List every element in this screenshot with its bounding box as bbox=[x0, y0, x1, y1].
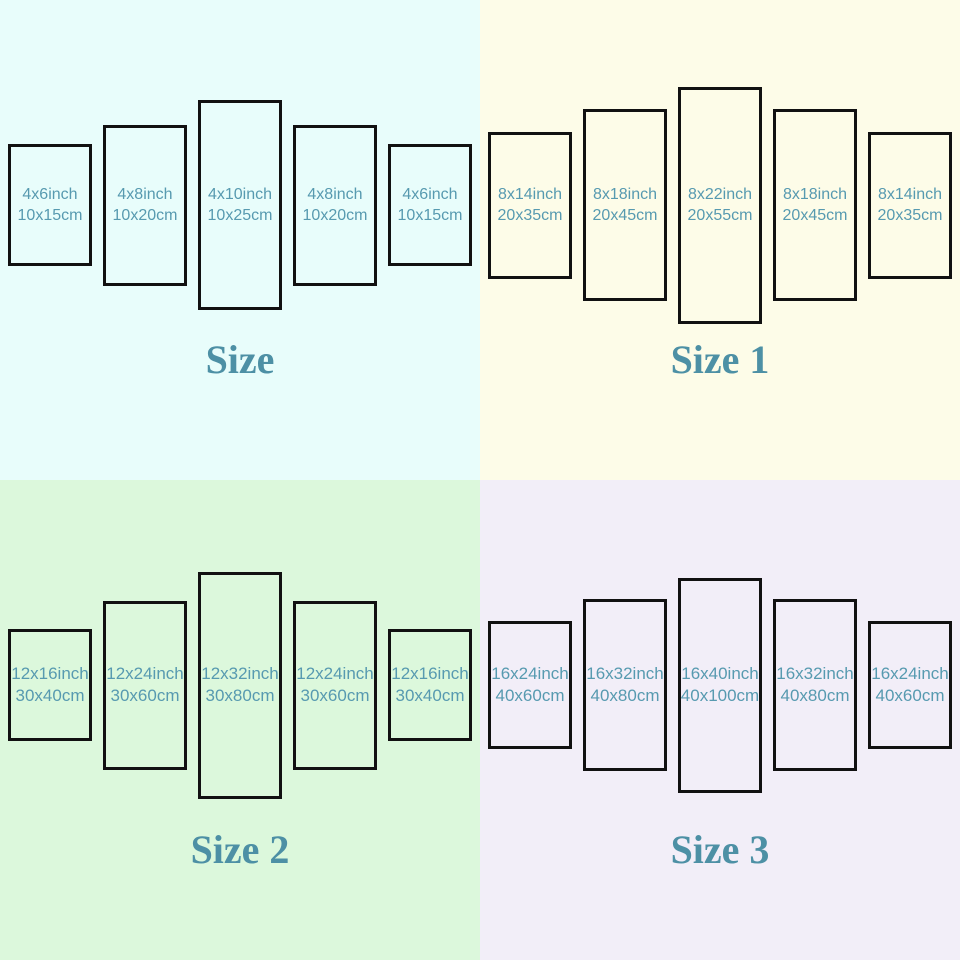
panel-cm-text: 10x25cm bbox=[207, 207, 273, 224]
panel-size-rect: 4x6inch 10x15cm bbox=[388, 144, 472, 266]
panel-label: 4x8inch 10x20cm bbox=[303, 184, 368, 226]
panel-cm-text: 20x35cm bbox=[497, 207, 563, 224]
panel-cm-text: 20x55cm bbox=[687, 207, 753, 224]
panel-inch-text: 12x16inch bbox=[391, 663, 469, 683]
panel-label: 16x24inch 40x60cm bbox=[871, 663, 949, 708]
panel-inch-text: 16x32inch bbox=[776, 663, 854, 683]
panel-label: 16x32inch 40x80cm bbox=[776, 663, 854, 708]
panel-inch-text: 12x16inch bbox=[11, 663, 89, 683]
quadrant-size: 4x6inch 10x15cm 4x8inch 10x20cm 4x10inch… bbox=[0, 0, 480, 480]
panel-inch-text: 4x8inch bbox=[117, 185, 173, 203]
panel-size-rect: 8x14inch 20x35cm bbox=[488, 131, 572, 279]
panel-size-rect: 4x6inch 10x15cm bbox=[8, 144, 92, 266]
panel-cm-text: 30x60cm bbox=[110, 686, 180, 705]
panel-cm-text: 10x15cm bbox=[17, 207, 83, 224]
size-title: Size 3 bbox=[670, 827, 770, 872]
panel-size-rect: 16x24inch 40x60cm bbox=[868, 621, 952, 749]
panel-cm-text: 40x80cm bbox=[780, 686, 850, 705]
panel-inch-text: 16x24inch bbox=[871, 663, 949, 683]
panel-inch-text: 8x22inch bbox=[687, 185, 753, 203]
panel-inch-text: 8x18inch bbox=[782, 185, 848, 203]
panel-inch-text: 8x18inch bbox=[592, 185, 658, 203]
panel-row: 8x14inch 20x35cm 8x18inch 20x45cm 8x22in… bbox=[480, 0, 960, 410]
size-title: Size 1 bbox=[670, 337, 770, 382]
panel-inch-text: 4x10inch bbox=[207, 185, 273, 203]
panel-cm-text: 30x60cm bbox=[300, 686, 370, 705]
panel-label: 8x18inch 20x45cm bbox=[593, 184, 658, 226]
panel-inch-text: 16x40inch bbox=[681, 663, 759, 683]
quadrant-size-3: 16x24inch 40x60cm 16x32inch 40x80cm 16x4… bbox=[480, 480, 960, 960]
panel-label: 8x14inch 20x35cm bbox=[498, 184, 563, 226]
panel-cm-text: 10x20cm bbox=[302, 207, 368, 224]
panel-inch-text: 8x14inch bbox=[877, 185, 943, 203]
panel-size-rect: 4x10inch 10x25cm bbox=[198, 100, 282, 310]
panel-inch-text: 8x14inch bbox=[497, 185, 563, 203]
panel-inch-text: 12x32inch bbox=[201, 663, 279, 683]
panel-label: 16x40inch 40x100cm bbox=[681, 663, 759, 708]
panel-cm-text: 20x35cm bbox=[877, 207, 943, 224]
panel-label: 16x32inch 40x80cm bbox=[586, 663, 664, 708]
panel-cm-text: 10x20cm bbox=[112, 207, 178, 224]
size-title: Size 2 bbox=[190, 827, 290, 872]
panel-size-rect: 4x8inch 10x20cm bbox=[293, 124, 377, 286]
panel-label: 12x24inch 30x60cm bbox=[106, 663, 184, 708]
quadrant-size-2: 12x16inch 30x40cm 12x24inch 30x60cm 12x3… bbox=[0, 480, 480, 960]
panel-cm-text: 30x80cm bbox=[205, 686, 275, 705]
panel-size-rect: 12x16inch 30x40cm bbox=[8, 629, 92, 741]
panel-row: 12x16inch 30x40cm 12x24inch 30x60cm 12x3… bbox=[0, 480, 480, 890]
panel-size-rect: 8x18inch 20x45cm bbox=[773, 109, 857, 301]
panel-size-rect: 8x14inch 20x35cm bbox=[868, 131, 952, 279]
panel-label: 8x22inch 20x55cm bbox=[688, 184, 753, 226]
panel-label: 12x16inch 30x40cm bbox=[391, 663, 469, 708]
panel-size-rect: 4x8inch 10x20cm bbox=[103, 124, 187, 286]
panel-inch-text: 12x24inch bbox=[296, 663, 374, 683]
panel-cm-text: 30x40cm bbox=[15, 686, 85, 705]
panel-size-rect: 16x32inch 40x80cm bbox=[583, 599, 667, 771]
panel-inch-text: 12x24inch bbox=[106, 663, 184, 683]
panel-size-rect: 8x18inch 20x45cm bbox=[583, 109, 667, 301]
panel-size-rect: 16x32inch 40x80cm bbox=[773, 599, 857, 771]
panel-size-rect: 12x24inch 30x60cm bbox=[103, 600, 187, 770]
panel-label: 12x24inch 30x60cm bbox=[296, 663, 374, 708]
panel-label: 4x10inch 10x25cm bbox=[208, 184, 273, 226]
panel-inch-text: 4x6inch bbox=[402, 185, 458, 203]
panel-cm-text: 40x60cm bbox=[875, 686, 945, 705]
panel-inch-text: 16x32inch bbox=[586, 663, 664, 683]
panel-row: 4x6inch 10x15cm 4x8inch 10x20cm 4x10inch… bbox=[0, 0, 480, 410]
panel-size-rect: 8x22inch 20x55cm bbox=[678, 86, 762, 324]
panel-row: 16x24inch 40x60cm 16x32inch 40x80cm 16x4… bbox=[480, 480, 960, 890]
panel-size-rect: 16x40inch 40x100cm bbox=[678, 577, 762, 793]
panel-label: 4x8inch 10x20cm bbox=[113, 184, 178, 226]
panel-inch-text: 4x8inch bbox=[307, 185, 363, 203]
panel-label: 16x24inch 40x60cm bbox=[491, 663, 569, 708]
panel-size-rect: 16x24inch 40x60cm bbox=[488, 621, 572, 749]
panel-cm-text: 40x60cm bbox=[495, 686, 565, 705]
size-title: Size bbox=[205, 337, 275, 382]
panel-label: 8x18inch 20x45cm bbox=[783, 184, 848, 226]
panel-label: 4x6inch 10x15cm bbox=[398, 184, 463, 226]
panel-cm-text: 40x80cm bbox=[590, 686, 660, 705]
panel-cm-text: 20x45cm bbox=[592, 207, 658, 224]
panel-size-rect: 12x32inch 30x80cm bbox=[198, 571, 282, 799]
panel-inch-text: 4x6inch bbox=[22, 185, 78, 203]
panel-label: 8x14inch 20x35cm bbox=[878, 184, 943, 226]
panel-cm-text: 30x40cm bbox=[395, 686, 465, 705]
panel-cm-text: 10x15cm bbox=[397, 207, 463, 224]
panel-cm-text: 40x100cm bbox=[680, 686, 760, 705]
panel-label: 12x32inch 30x80cm bbox=[201, 663, 279, 708]
quadrant-size-1: 8x14inch 20x35cm 8x18inch 20x45cm 8x22in… bbox=[480, 0, 960, 480]
panel-cm-text: 20x45cm bbox=[782, 207, 848, 224]
panel-inch-text: 16x24inch bbox=[491, 663, 569, 683]
panel-size-rect: 12x16inch 30x40cm bbox=[388, 629, 472, 741]
panel-label: 12x16inch 30x40cm bbox=[11, 663, 89, 708]
panel-label: 4x6inch 10x15cm bbox=[18, 184, 83, 226]
panel-size-rect: 12x24inch 30x60cm bbox=[293, 600, 377, 770]
